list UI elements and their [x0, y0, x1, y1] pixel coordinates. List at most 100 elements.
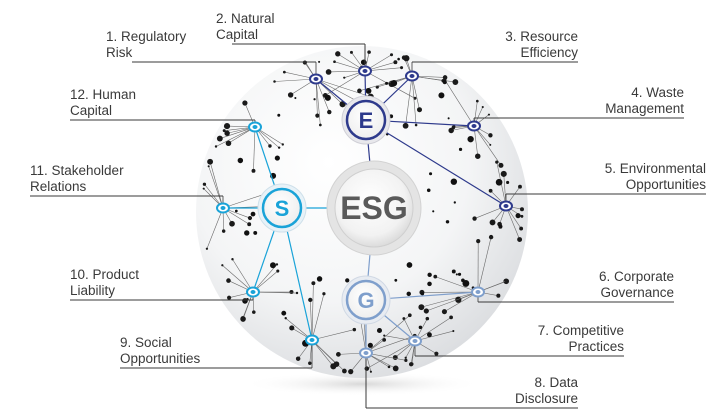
item-label-line1: 3. Resource: [505, 29, 578, 44]
item-node-core: [252, 125, 258, 129]
network-spoke: [365, 335, 415, 354]
network-dot: [207, 165, 210, 168]
network-dot: [418, 304, 425, 311]
network-spoke: [315, 78, 330, 113]
network-dot: [457, 272, 462, 276]
network-dot: [333, 60, 336, 64]
network-spoke: [315, 78, 321, 126]
network-dot: [423, 308, 429, 314]
network-dot: [324, 94, 331, 101]
item-label-line2: Capital: [216, 27, 258, 42]
network-dot: [382, 337, 387, 342]
network-dot: [394, 278, 398, 282]
network-dot: [442, 80, 447, 85]
network-dot: [400, 66, 404, 70]
network-dot: [274, 155, 280, 161]
hub-e-letter: E: [359, 108, 374, 133]
network-dot: [252, 310, 256, 314]
network-dot: [295, 291, 299, 295]
network-dot: [221, 229, 226, 233]
network-dot: [226, 278, 231, 283]
network-dot: [348, 368, 354, 375]
network-dot: [244, 230, 250, 236]
network-spoke: [365, 315, 411, 354]
network-dot: [214, 145, 218, 148]
network-dot: [487, 113, 491, 116]
network-spoke: [252, 264, 278, 293]
network-dot: [343, 76, 346, 79]
network-dot: [392, 365, 399, 372]
network-dot: [275, 263, 279, 266]
network-dot: [427, 272, 432, 278]
network-spoke: [435, 276, 479, 293]
network-dot: [489, 143, 492, 146]
label-leader-lines: [30, 43, 706, 409]
network-dot: [216, 135, 223, 142]
network-dot: [335, 351, 341, 357]
network-dot: [268, 144, 272, 148]
item-label-line1: 5. Environmental: [605, 161, 706, 176]
network-dot: [345, 278, 350, 283]
item-label-line2: Efficiency: [520, 45, 578, 60]
network-dot: [450, 178, 458, 185]
network-dot: [240, 316, 245, 321]
network-dot: [247, 215, 253, 221]
item-label-line2: Opportunities: [626, 177, 707, 192]
item-label-line1: 12. Human: [70, 87, 136, 102]
network-dot: [390, 79, 398, 87]
network-dot: [385, 81, 389, 85]
network-dot: [449, 315, 453, 320]
network-dot: [311, 281, 316, 286]
network-dot: [448, 127, 454, 134]
network-spoke: [473, 125, 502, 166]
network-spoke: [505, 205, 520, 240]
network-dot: [225, 140, 232, 147]
network-dot: [455, 273, 458, 276]
hub-s: S: [257, 183, 307, 233]
network-dot: [357, 88, 362, 94]
network-dot: [367, 50, 371, 54]
network-dot: [408, 362, 414, 367]
network-dot: [360, 59, 367, 66]
item-label-line1: 2. Natural: [216, 11, 275, 26]
network-dot: [481, 105, 484, 109]
network-dot: [406, 291, 411, 297]
network-dot: [282, 70, 286, 74]
network-dot: [425, 316, 430, 321]
network-dot: [313, 98, 316, 101]
network-dot: [496, 293, 501, 298]
network-dot: [289, 325, 295, 331]
network-dot: [500, 170, 507, 177]
network-dot: [227, 295, 232, 300]
network-dot: [281, 310, 287, 316]
network-dot: [276, 269, 280, 273]
network-dot: [231, 258, 234, 261]
network-dot: [270, 262, 276, 269]
sphere-shadow: [242, 372, 482, 396]
network-dot: [250, 211, 256, 217]
network-dot: [202, 182, 207, 186]
hub-g-letter: G: [357, 288, 374, 313]
network-spoke: [477, 237, 492, 293]
network-dot: [438, 92, 445, 99]
network-spoke: [222, 194, 264, 209]
item-label-line1: 4. Waste: [631, 85, 684, 100]
network-dot: [467, 135, 474, 143]
network-dot: [402, 317, 406, 320]
network-dot: [251, 168, 256, 173]
network-spoke: [208, 166, 224, 209]
network-dot: [453, 201, 456, 204]
item-label-line2: Risk: [106, 45, 132, 60]
network-dot: [520, 214, 524, 218]
network-dot: [247, 222, 252, 227]
network-spoke: [315, 78, 318, 116]
network-dot: [452, 329, 455, 333]
network-dot: [318, 123, 322, 127]
network-dot: [455, 296, 462, 303]
network-dot: [414, 123, 418, 127]
network-dot: [418, 325, 423, 330]
network-dot: [416, 107, 423, 113]
